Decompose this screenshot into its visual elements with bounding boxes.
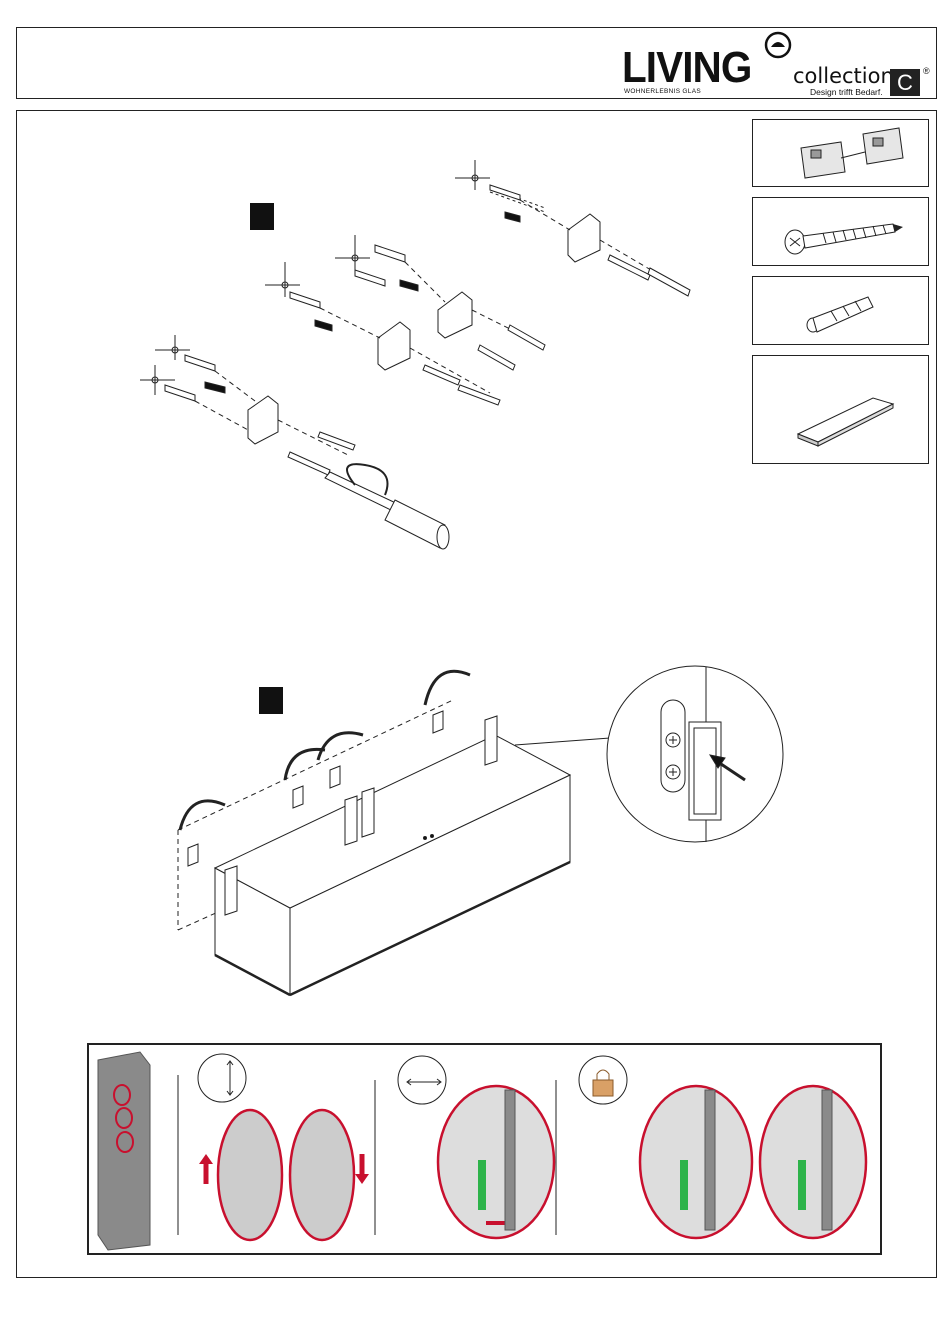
- vertical-adjust-icon: [198, 1054, 246, 1102]
- cabinet-drawing: [178, 671, 610, 995]
- wall-mount-group-middle: [265, 235, 545, 405]
- adjustment-panel: [88, 1044, 881, 1254]
- wall-mount-group-right: [455, 160, 690, 296]
- detail-circle: [607, 666, 783, 842]
- wall-mount-group-left: [140, 335, 449, 549]
